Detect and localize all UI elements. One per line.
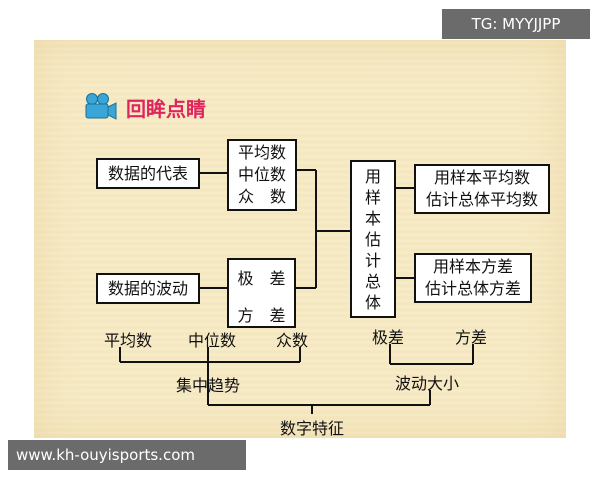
tree-range-label: 极差 xyxy=(372,328,405,347)
camera-icon xyxy=(85,93,117,120)
estimate-char: 样 xyxy=(364,188,381,207)
estimate-char: 计 xyxy=(364,251,381,270)
variance-label: 方 差 xyxy=(237,306,286,325)
median-label: 中位数 xyxy=(237,165,286,184)
dispersion-measures-box: 极 差 方 差 xyxy=(227,258,296,328)
numeric-features-label: 数字特征 xyxy=(280,419,345,438)
estimate-mean-box: 用样本平均数 估计总体平均数 xyxy=(414,164,550,214)
range-label: 极 差 xyxy=(237,269,286,288)
estimate-char: 本 xyxy=(364,209,381,228)
tree-median-label: 中位数 xyxy=(188,331,237,350)
fluctuation-box: 数据的波动 xyxy=(96,273,200,304)
estimate-variance-box: 用样本方差 估计总体方差 xyxy=(414,253,532,303)
estimate-variance-line1: 用样本方差 xyxy=(432,257,513,276)
mean-label: 平均数 xyxy=(237,143,286,162)
representative-label: 数据的代表 xyxy=(107,164,188,183)
central-measures-box: 平均数 中位数 众 数 xyxy=(227,139,297,211)
watermark-url: www.kh-ouyisports.com xyxy=(8,440,246,470)
page-title: 回眸点睛 xyxy=(126,96,206,121)
title-row: 回眸点睛 xyxy=(84,92,206,122)
estimate-char: 估 xyxy=(364,230,381,249)
tree-variance-label: 方差 xyxy=(455,328,488,347)
estimate-mean-line2: 估计总体平均数 xyxy=(425,190,538,209)
estimate-char: 体 xyxy=(364,293,381,312)
estimate-mean-line1: 用样本平均数 xyxy=(433,168,530,187)
slide-background xyxy=(34,40,566,438)
estimate-char: 用 xyxy=(364,167,381,186)
estimate-char: 总 xyxy=(364,272,381,291)
tree-mode-label: 众数 xyxy=(276,331,309,350)
tree-mean-label: 平均数 xyxy=(104,331,153,350)
estimate-box: 用 样 本 估 计 总 体 xyxy=(350,160,396,318)
fluctuation-size-label: 波动大小 xyxy=(395,374,460,393)
mode-label: 众 数 xyxy=(237,187,286,206)
central-tendency-label: 集中趋势 xyxy=(176,376,241,395)
representative-box: 数据的代表 xyxy=(96,158,200,189)
fluctuation-label: 数据的波动 xyxy=(107,279,188,298)
watermark-tg: TG: MYYJJPP xyxy=(442,9,590,39)
estimate-variance-line2: 估计总体方差 xyxy=(424,279,521,298)
